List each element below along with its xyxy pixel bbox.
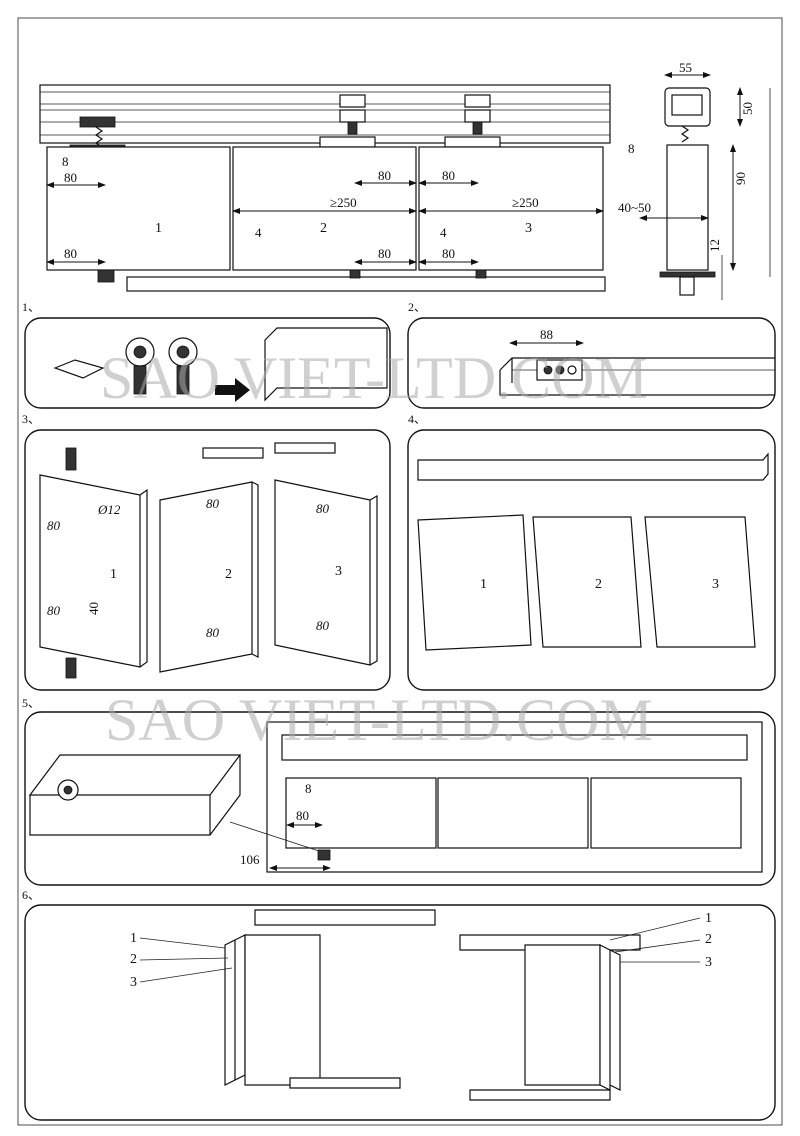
roller-icon [319, 94, 376, 148]
dim-label: 8 [305, 781, 312, 796]
arrow-right-icon [215, 378, 250, 402]
roller-icon [444, 94, 501, 148]
bottom-track [469, 1089, 611, 1101]
floor-block [28, 754, 242, 836]
step-number: 3、 [22, 412, 40, 426]
side-view: 55 50 90 40~50 12 [618, 60, 771, 300]
panel-label: 1 [110, 567, 117, 582]
dim-label: 80 [64, 170, 77, 185]
panel-label: 2 [595, 577, 602, 592]
dim-label: 106 [240, 852, 260, 867]
dim-label: 40 [86, 602, 101, 615]
panel-label: 3 [712, 577, 719, 592]
pivot-bottom-icon [97, 269, 115, 283]
dim-label: 8 [62, 154, 69, 169]
dim-label: 12 [707, 239, 722, 252]
watermark: SAO VIET-LTD.COM [100, 345, 648, 411]
dim-label: ≥250 [330, 195, 357, 210]
panel-1 [46, 146, 231, 271]
elevation-view: 1 2 3 8 80 80 80 80 ≥250 ≥250 4 4 80 80 … [39, 60, 771, 300]
callout-label: 2 [705, 932, 712, 947]
dim-label: 80 [316, 618, 330, 633]
rail-section [264, 327, 388, 402]
panel-1 [39, 474, 141, 668]
plate-icon [274, 442, 336, 454]
dim-label: 4 [440, 225, 447, 240]
step-number: 5、 [22, 696, 40, 710]
dim-label: 80 [47, 518, 61, 533]
bottom-track [289, 1077, 401, 1089]
top-rail [417, 452, 769, 481]
dim-label: 80 [378, 168, 391, 183]
folded-panels [524, 944, 601, 1086]
callout-label: 1 [705, 911, 712, 926]
top-rail [39, 84, 611, 144]
rail-with-bracket: 88 [499, 327, 775, 396]
dim-label: 4 [255, 225, 262, 240]
dim-label: 80 [442, 246, 455, 261]
dim-label: 80 [296, 808, 309, 823]
step-number: 1、 [22, 300, 40, 314]
dim-label: Ø12 [97, 502, 121, 517]
watermark: SAO VIET-LTD.COM [105, 687, 653, 753]
top-rail [254, 909, 436, 926]
callout-label: 2 [130, 952, 137, 967]
panel-label: 1 [155, 221, 162, 236]
page-frame [17, 17, 783, 1126]
dim-label: 8 [628, 141, 635, 156]
step-number: 4、 [408, 412, 426, 426]
panel-1 [417, 514, 532, 651]
panel-2 [532, 516, 642, 648]
dim-label: 55 [679, 60, 692, 75]
dim-label: 50 [740, 102, 755, 115]
panel-label: 1 [480, 577, 487, 592]
dim-label: 90 [733, 172, 748, 185]
panel-label: 2 [320, 221, 327, 236]
pivot-icon [65, 447, 77, 471]
dim-label: 80 [316, 501, 330, 516]
pivot-icon [65, 657, 77, 679]
callout-label: 3 [130, 975, 137, 990]
panel-1 [285, 777, 437, 849]
dim-label: 40~50 [618, 200, 651, 215]
dim-label: 80 [378, 246, 391, 261]
top-rail [281, 734, 748, 761]
step-number: 2、 [408, 300, 426, 314]
dim-label: 80 [442, 168, 455, 183]
dim-label: ≥250 [512, 195, 539, 210]
dim-label: 80 [64, 246, 77, 261]
panel-label: 3 [335, 564, 342, 579]
dim-label: 80 [206, 496, 220, 511]
panel-3 [644, 516, 756, 648]
panel-2 [437, 777, 589, 849]
hardware-parts-icon [53, 327, 388, 402]
dim-label: 88 [540, 327, 553, 342]
panel-label: 3 [525, 221, 532, 236]
dim-label: 80 [47, 603, 61, 618]
plate-icon [202, 447, 264, 459]
callout-label: 3 [705, 955, 712, 970]
step-number: 6、 [22, 888, 40, 902]
panel-3 [590, 777, 742, 849]
panel-label: 2 [225, 567, 232, 582]
dim-label: 80 [206, 625, 220, 640]
folded-panels [244, 934, 321, 1086]
callout-label: 1 [130, 931, 137, 946]
bottom-track [126, 276, 606, 292]
